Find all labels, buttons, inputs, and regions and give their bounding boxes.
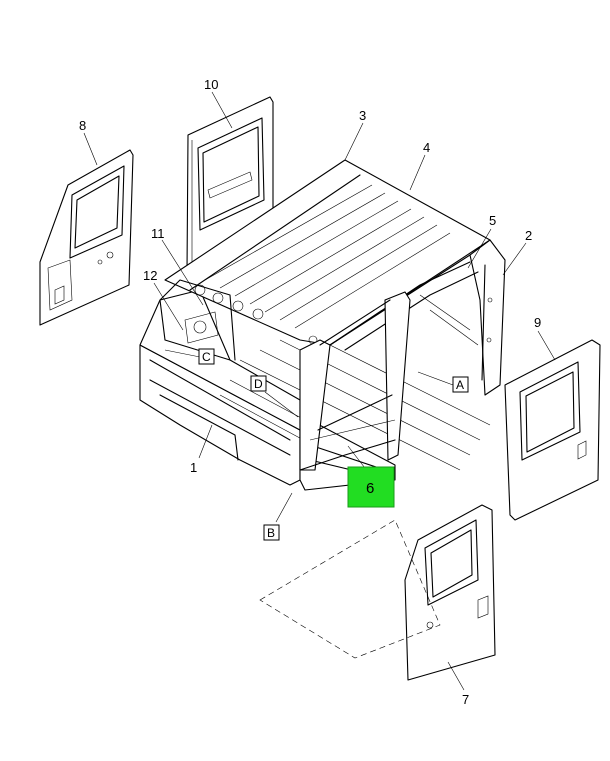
door-frame-6[interactable] <box>299 291 411 471</box>
door-8[interactable] <box>39 149 134 326</box>
ref-box-a: A <box>452 376 469 393</box>
callout-9: 9 <box>534 315 541 330</box>
highlight-6[interactable]: 6 <box>347 466 395 508</box>
ref-b-label: B <box>267 526 275 540</box>
callout-10: 10 <box>204 77 218 92</box>
ref-d-label: D <box>254 377 263 391</box>
callout-12: 12 <box>143 268 157 283</box>
ref-box-b: B <box>263 524 280 541</box>
placement-outline <box>259 519 441 659</box>
ref-c-label: C <box>202 350 211 364</box>
callout-4: 4 <box>423 140 430 155</box>
leader-lines <box>83 91 556 691</box>
callout-1: 1 <box>190 460 197 475</box>
door-9[interactable] <box>504 339 601 521</box>
callout-11: 11 <box>151 226 165 241</box>
callout-3: 3 <box>359 108 366 123</box>
callout-6: 6 <box>366 480 374 497</box>
cab-upper-left <box>159 279 236 361</box>
ref-a-label: A <box>456 378 464 392</box>
callout-8: 8 <box>79 118 86 133</box>
callout-7: 7 <box>462 692 469 707</box>
ref-box-c: C <box>198 348 215 365</box>
rear-wall-5[interactable] <box>329 261 479 351</box>
callout-5: 5 <box>489 213 496 228</box>
callout-2: 2 <box>525 228 532 243</box>
rear-pillar-2[interactable] <box>469 239 506 396</box>
ref-box-d: D <box>250 375 267 392</box>
door-7[interactable] <box>404 504 496 681</box>
